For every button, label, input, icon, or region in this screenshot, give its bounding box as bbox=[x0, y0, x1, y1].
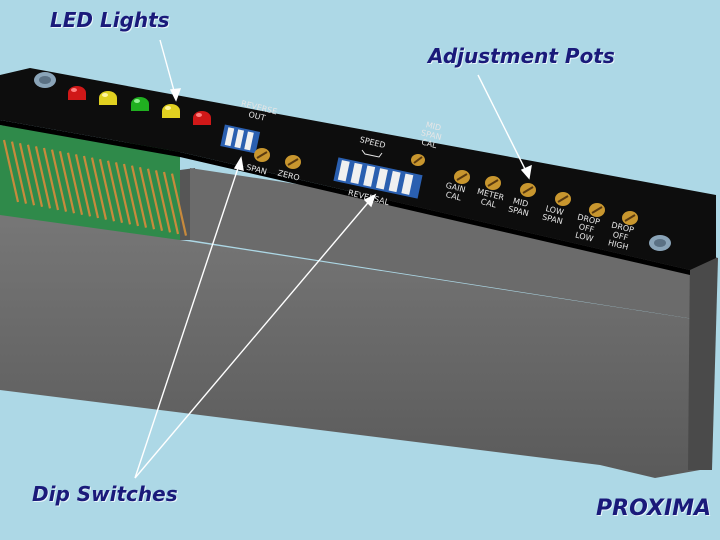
callout-dip-switches: Dip Switches bbox=[32, 482, 178, 506]
connector-pin bbox=[74, 154, 92, 217]
pot-low-span[interactable] bbox=[555, 192, 571, 206]
circuit-board bbox=[0, 125, 188, 240]
edge-connector-pins bbox=[2, 139, 188, 236]
connector-pin bbox=[138, 166, 156, 230]
connector-pin bbox=[18, 142, 36, 206]
label-cal: CAL bbox=[420, 138, 438, 151]
connector-pin bbox=[106, 160, 124, 224]
connector-pin bbox=[50, 149, 68, 212]
pot-mid-span-cal[interactable] bbox=[411, 154, 425, 166]
led-2 bbox=[99, 91, 117, 105]
led-1 bbox=[68, 86, 86, 100]
connector-pin bbox=[58, 150, 76, 214]
connector-pin bbox=[98, 158, 116, 222]
callout-led-lights: LED Lights bbox=[50, 8, 170, 32]
pot-span[interactable] bbox=[254, 148, 270, 162]
pot-mid-span[interactable] bbox=[520, 183, 536, 197]
led-5 bbox=[193, 111, 211, 125]
callout-adjustment-pots: Adjustment Pots bbox=[428, 44, 615, 68]
label-mid: MID bbox=[425, 120, 442, 132]
brand-logo: PROXIMA bbox=[596, 496, 712, 521]
module-housing bbox=[0, 168, 718, 478]
label-low-2: LOW bbox=[574, 230, 594, 243]
pot-drop-off-low[interactable] bbox=[589, 203, 605, 217]
connector-pin bbox=[90, 157, 108, 220]
connector-pin bbox=[26, 144, 44, 208]
connector-pin bbox=[34, 146, 52, 209]
connector-pin bbox=[154, 170, 172, 233]
connector-pin bbox=[82, 155, 100, 219]
label-out: OUT bbox=[248, 110, 267, 123]
pot-meter-cal[interactable] bbox=[485, 176, 501, 190]
connector-pin bbox=[42, 147, 60, 211]
callout-arrows bbox=[134, 39, 532, 479]
connector-pin bbox=[10, 141, 28, 204]
label-mid-2: MID bbox=[512, 196, 529, 208]
label-off-2: OFF bbox=[612, 230, 630, 243]
mount-screw-left bbox=[34, 72, 56, 88]
connector-pin bbox=[66, 152, 84, 216]
pot-drop-off-high[interactable] bbox=[622, 211, 638, 225]
connector-pin bbox=[122, 163, 140, 227]
connector-pin bbox=[162, 171, 180, 235]
label-meter-cal: CAL bbox=[480, 197, 498, 210]
connector-pin bbox=[114, 162, 132, 225]
connector-pin bbox=[146, 168, 164, 232]
pot-gain-cal[interactable] bbox=[454, 170, 470, 184]
connector-pin bbox=[130, 165, 148, 228]
dip-switch-reverse-out[interactable] bbox=[220, 124, 261, 154]
mount-screw-right bbox=[649, 235, 671, 251]
label-low: LOW bbox=[545, 204, 565, 217]
label-off: OFF bbox=[578, 222, 596, 235]
pot-zero[interactable] bbox=[285, 155, 301, 169]
label-gain-cal: CAL bbox=[445, 190, 463, 203]
led-3 bbox=[131, 97, 149, 111]
connector-pin bbox=[170, 173, 188, 236]
connector-pin bbox=[2, 139, 20, 203]
dip-switch-speed-reversal[interactable] bbox=[333, 157, 423, 199]
led-4 bbox=[162, 104, 180, 118]
